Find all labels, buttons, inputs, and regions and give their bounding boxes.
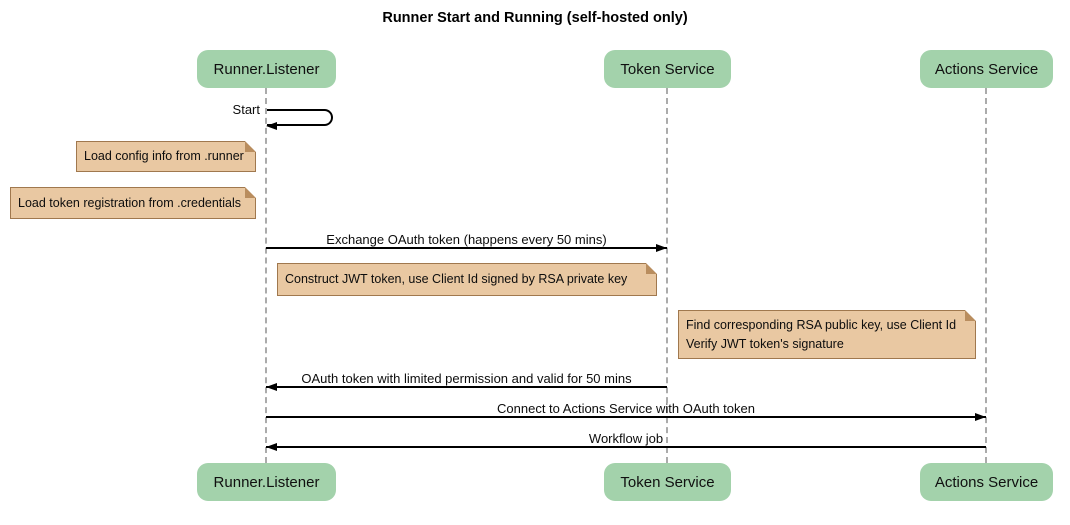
message-workflow-job-label: Workflow job: [588, 431, 664, 446]
note-fold-icon: [245, 187, 256, 198]
message-exchange-oauth-arrowhead-icon: [656, 244, 667, 252]
lifeline-actions-service: [985, 88, 987, 463]
message-oauth-token-label: OAuth token with limited permission and …: [301, 371, 632, 386]
note-fold-icon: [245, 141, 256, 152]
message-start-label: Start: [232, 102, 260, 117]
participant-actions-service-bottom: Actions Service: [920, 463, 1053, 501]
note-text: Load config info from .runner: [84, 149, 244, 164]
participant-token-service-bottom: Token Service: [604, 463, 731, 501]
message-workflow-job-arrowhead-icon: [266, 443, 277, 451]
message-start-loop: [267, 109, 333, 126]
note-text: Load token registration from .credential…: [18, 195, 242, 210]
note-fold-icon: [646, 263, 657, 274]
message-exchange-oauth-label: Exchange OAuth token (happens every 50 m…: [326, 232, 607, 247]
message-connect-actions-label: Connect to Actions Service with OAuth to…: [497, 401, 755, 416]
participant-label: Actions Service: [934, 473, 1039, 491]
message-connect-actions-line: [266, 416, 986, 418]
participant-runner-listener-top: Runner.Listener: [197, 50, 336, 88]
participant-label: Token Service: [620, 473, 715, 491]
note-text-line-2: Verify JWT token's signature: [686, 336, 844, 351]
note-text-line-1: Find corresponding RSA public key, use C…: [686, 318, 957, 333]
message-oauth-token-arrowhead-icon: [266, 383, 277, 391]
participant-label: Actions Service: [934, 60, 1039, 78]
message-oauth-token-line: [266, 386, 667, 388]
message-exchange-oauth-line: [266, 247, 667, 249]
message-workflow-job-line: [266, 446, 986, 448]
lifeline-token-service: [666, 88, 668, 463]
participant-runner-listener-bottom: Runner.Listener: [197, 463, 336, 501]
lifeline-runner-listener: [265, 88, 267, 463]
note-construct-jwt: Construct JWT token, use Client Id signe…: [277, 263, 657, 296]
note-fold-icon: [965, 310, 976, 321]
note-load-config: Load config info from .runner: [76, 141, 256, 172]
message-start-arrowhead-icon: [266, 122, 277, 130]
diagram-title: Runner Start and Running (self-hosted on…: [382, 10, 688, 26]
participant-label: Runner.Listener: [213, 473, 320, 491]
participant-label: Token Service: [620, 60, 715, 78]
participant-actions-service-top: Actions Service: [920, 50, 1053, 88]
participant-label: Runner.Listener: [213, 60, 320, 78]
note-verify-jwt: Find corresponding RSA public key, use C…: [678, 310, 976, 359]
message-connect-actions-arrowhead-icon: [975, 413, 986, 421]
note-load-token-registration: Load token registration from .credential…: [10, 187, 256, 219]
note-text: Construct JWT token, use Client Id signe…: [285, 272, 628, 287]
participant-token-service-top: Token Service: [604, 50, 731, 88]
